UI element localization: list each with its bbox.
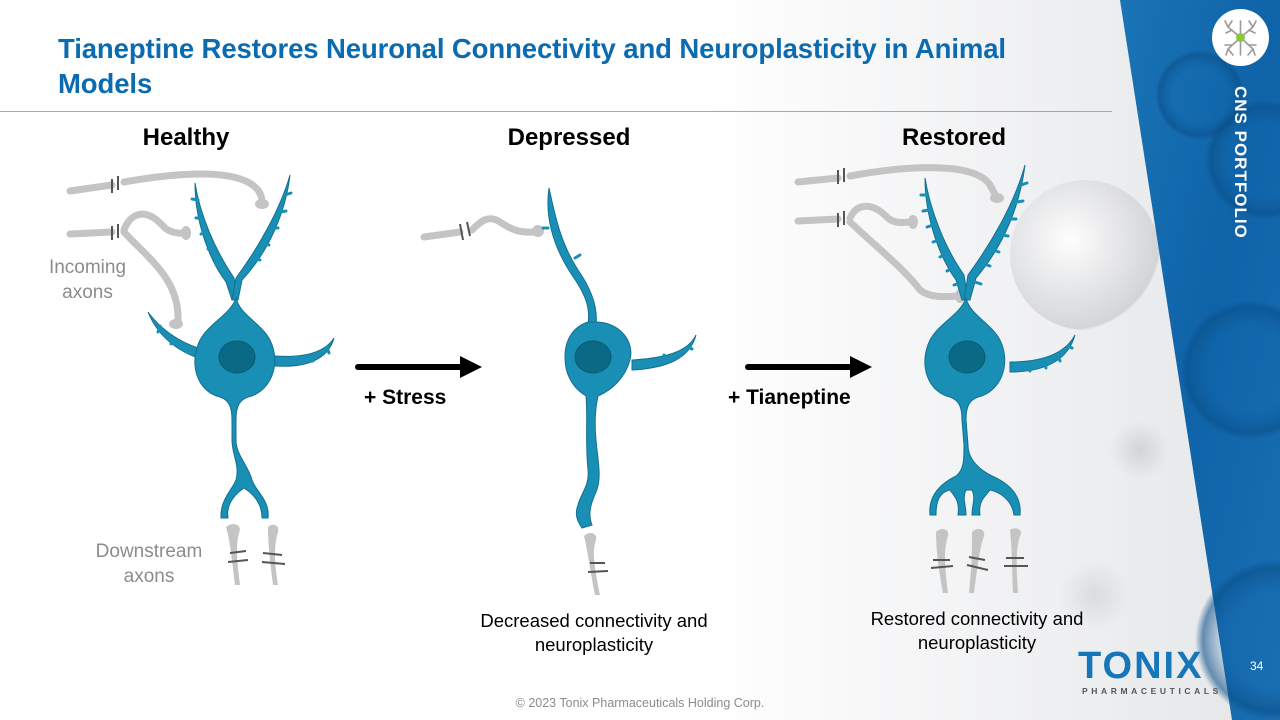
background-flask-decoration — [1010, 180, 1160, 330]
dendritic-spines — [156, 191, 331, 365]
nucleus — [574, 340, 612, 374]
tonix-logo-subtitle: PHARMACEUTICALS — [1082, 686, 1222, 696]
tonix-logo: TONIX PHARMACEUTICALS — [1078, 645, 1218, 696]
downstream-axon — [584, 533, 600, 595]
arrow-right-icon — [355, 356, 482, 378]
axon-break-marks — [459, 221, 471, 241]
dendritic-spines — [541, 226, 694, 362]
transition-label-tianeptine: + Tianeptine — [728, 386, 851, 409]
copyright-footer: © 2023 Tonix Pharmaceuticals Holding Cor… — [515, 696, 765, 710]
arrow-right-icon — [745, 356, 872, 378]
neuron-healthy — [66, 170, 335, 585]
dendritic-spines — [919, 181, 1074, 373]
axon-break-marks — [837, 168, 845, 227]
incoming-axon — [66, 170, 266, 326]
page-number: 34 — [1250, 659, 1264, 673]
neuron-depressed — [420, 187, 697, 595]
caption-depressed: Decreased connectivity and neuroplastici… — [480, 610, 708, 655]
nucleus — [218, 340, 256, 374]
tonix-logo-word: TONIX — [1078, 645, 1204, 687]
transition-label-stress: + Stress — [364, 386, 447, 409]
neuron-restored — [794, 164, 1076, 593]
background-molecule-decoration — [1060, 560, 1130, 630]
incoming-axons-label: Incoming axons — [48, 257, 127, 303]
stage-label-restored: Restored — [901, 124, 1007, 151]
axon-break-marks — [111, 176, 119, 240]
cns-neuron-logo-icon — [1212, 9, 1269, 66]
incoming-axon — [420, 215, 539, 241]
axon-terminal — [532, 225, 544, 237]
nucleus — [948, 340, 986, 374]
slide-title: Tianeptine Restores Neuronal Connectivit… — [58, 33, 1006, 99]
incoming-axon — [794, 164, 1000, 301]
stage-label-healthy: Healthy — [142, 124, 230, 151]
stage-label-depressed: Depressed — [507, 124, 631, 151]
axon-terminal — [169, 199, 269, 329]
axon-break-marks — [930, 556, 1028, 571]
caption-restored: Restored connectivity and neuroplasticit… — [870, 608, 1084, 653]
downstream-axon — [936, 528, 1022, 593]
downstream-axons-label: Downstream axons — [95, 541, 203, 587]
axon-break-marks — [227, 550, 286, 565]
axon-break-marks — [587, 562, 609, 573]
title-divider — [0, 111, 1112, 112]
background-molecule-decoration — [1110, 420, 1170, 480]
